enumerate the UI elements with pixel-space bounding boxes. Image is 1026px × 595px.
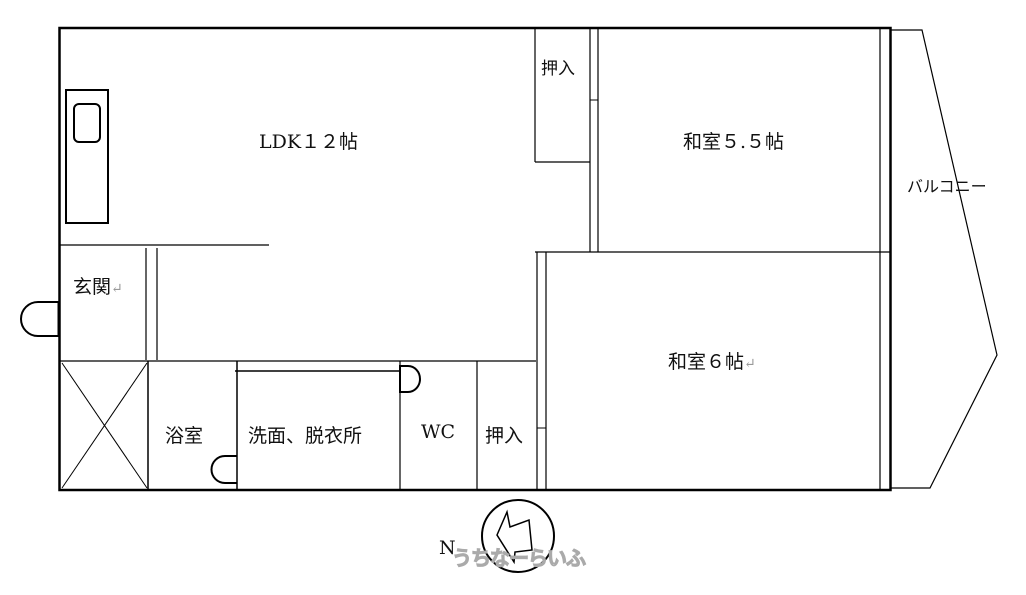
room-label-washitsu-5-5: 和室５.５帖 [683,131,785,153]
return-mark: ↵ [111,281,123,297]
kitchen-counter [65,89,109,224]
washitsu-6-text: 和室６帖 [668,351,745,373]
outer-wall [58,26,892,492]
watermark: うちなーらいふ [452,546,587,571]
room-label-washitsu-6: 和室６帖↵ [668,347,756,374]
room-label-oshiire-top: 押入 [541,59,575,79]
compass-icon [481,499,555,573]
storage-x [61,362,148,489]
washroom-door-icon [399,365,421,393]
room-label-ldk: LDK１２帖 [259,131,359,153]
room-label-washroom: 洗面、脱衣所 [248,425,363,447]
room-label-bath: 浴室 [165,425,204,447]
north-arrow-icon [496,509,533,565]
room-label-oshiire-bottom: 押入 [485,425,524,447]
room-label-balcony: バルコニー [907,177,987,196]
balcony-outline [890,29,998,489]
room-label-genkan: 玄関↵ [73,272,123,299]
bath-door-icon [210,455,237,484]
return-mark: ↵ [744,356,756,372]
genkan-text: 玄関 [73,276,112,298]
entrance-door-icon [20,301,59,337]
sink-icon [73,103,101,143]
room-label-wc: WC [421,421,456,443]
compass-north-label: N [439,537,456,559]
